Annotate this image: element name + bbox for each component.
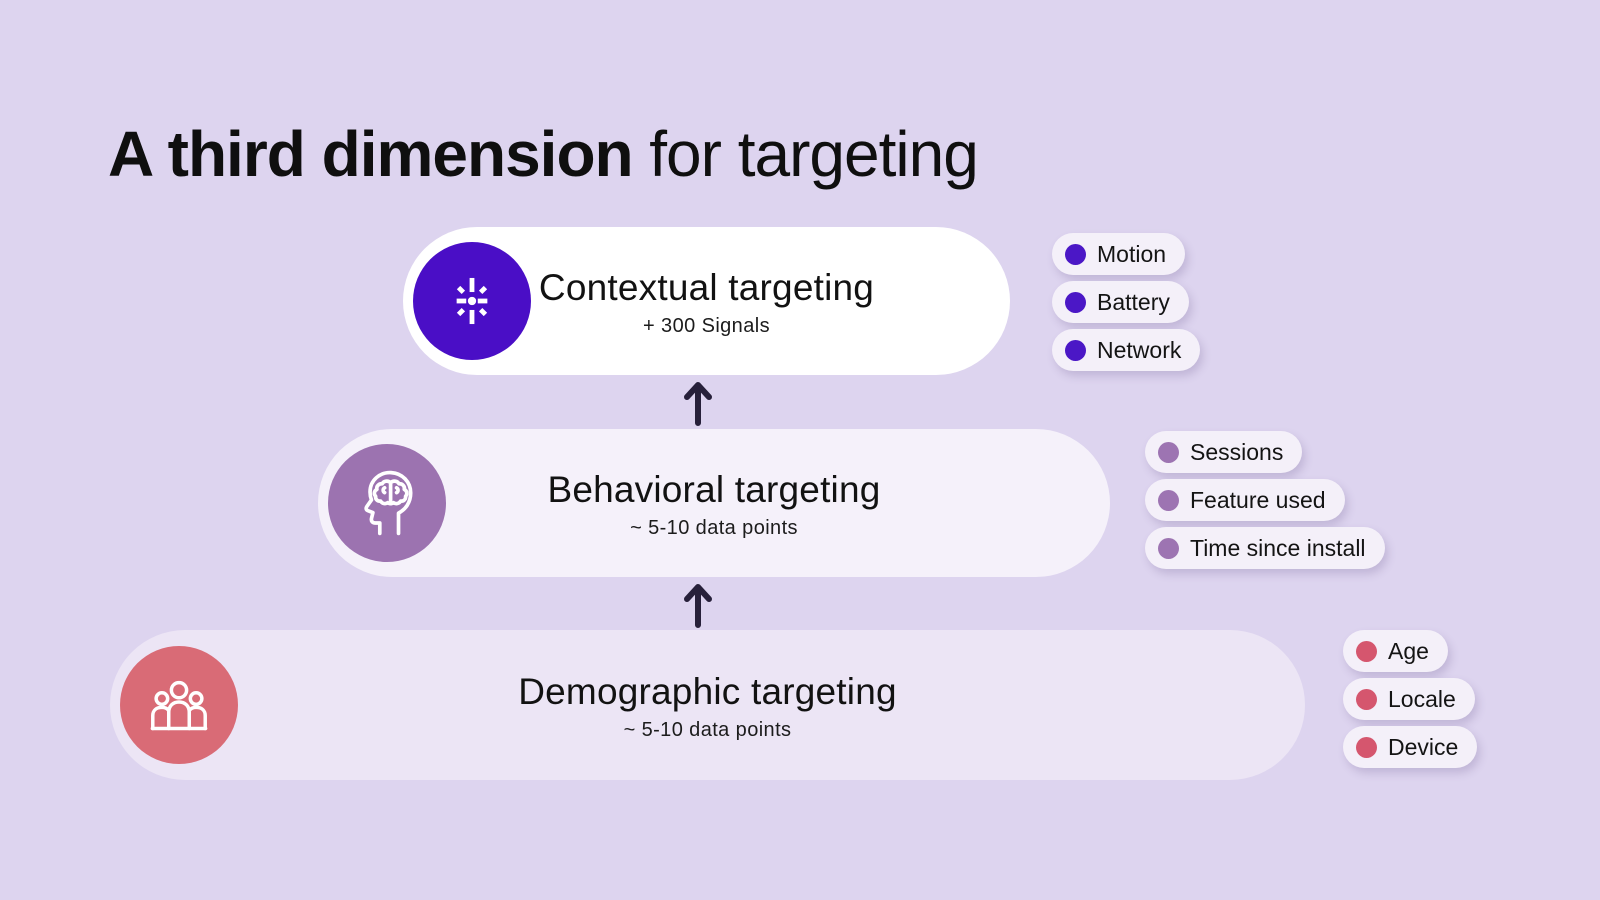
tag-time-since-install: Time since install bbox=[1145, 527, 1385, 569]
mauve-dot-icon bbox=[1158, 441, 1179, 463]
tag-network: Network bbox=[1052, 329, 1201, 371]
purple-dot-icon bbox=[1065, 339, 1086, 361]
tag-feature-used: Feature used bbox=[1145, 479, 1345, 521]
tag-motion: Motion bbox=[1052, 233, 1186, 275]
demographic-tags: Age Locale Device bbox=[1343, 630, 1478, 768]
demographic-pill-text: Demographic targeting ~ 5-10 data points bbox=[110, 630, 1305, 780]
demographic-title: Demographic targeting bbox=[518, 670, 897, 712]
rose-dot-icon bbox=[1356, 736, 1377, 758]
tag-label: Device bbox=[1388, 733, 1459, 760]
tag-age: Age bbox=[1343, 630, 1448, 672]
contextual-tags: Motion Battery Network bbox=[1052, 233, 1201, 371]
tag-sessions: Sessions bbox=[1145, 431, 1303, 473]
demographic-subtitle: ~ 5-10 data points bbox=[623, 718, 792, 741]
demographic-targeting-pill: Demographic targeting ~ 5-10 data points bbox=[110, 630, 1305, 780]
up-arrow-icon bbox=[684, 584, 712, 628]
head-brain-icon bbox=[328, 444, 446, 562]
rose-dot-icon bbox=[1356, 688, 1377, 710]
tag-label: Motion bbox=[1097, 240, 1167, 267]
purple-dot-icon bbox=[1065, 291, 1086, 313]
mauve-dot-icon bbox=[1158, 489, 1179, 511]
tag-label: Battery bbox=[1097, 288, 1170, 315]
behavioral-targeting-pill: Behavioral targeting ~ 5-10 data points bbox=[318, 429, 1110, 577]
tag-locale: Locale bbox=[1343, 678, 1475, 720]
behavioral-title: Behavioral targeting bbox=[547, 468, 881, 510]
signal-burst-icon bbox=[413, 242, 531, 360]
purple-dot-icon bbox=[1065, 243, 1086, 265]
tag-label: Locale bbox=[1388, 685, 1456, 712]
tag-device: Device bbox=[1343, 726, 1478, 768]
behavioral-tags: Sessions Feature used Time since install bbox=[1145, 431, 1385, 569]
contextual-pill-text: Contextual targeting + 300 Signals bbox=[403, 227, 1010, 375]
behavioral-subtitle: ~ 5-10 data points bbox=[630, 516, 798, 539]
tag-label: Network bbox=[1097, 336, 1182, 363]
page-title-bold: A third dimension bbox=[108, 117, 634, 190]
tag-label: Age bbox=[1388, 637, 1429, 664]
page-title-regular: for targeting bbox=[649, 117, 979, 190]
contextual-subtitle: + 300 Signals bbox=[643, 314, 770, 337]
tag-battery: Battery bbox=[1052, 281, 1189, 323]
behavioral-pill-text: Behavioral targeting ~ 5-10 data points bbox=[318, 429, 1110, 577]
contextual-title: Contextual targeting bbox=[538, 266, 875, 308]
tag-label: Sessions bbox=[1190, 438, 1284, 465]
contextual-targeting-pill: Contextual targeting + 300 Signals bbox=[403, 227, 1010, 375]
tag-label: Feature used bbox=[1190, 486, 1326, 513]
rose-dot-icon bbox=[1356, 640, 1377, 662]
up-arrow-icon bbox=[684, 382, 712, 426]
mauve-dot-icon bbox=[1158, 537, 1179, 559]
tag-label: Time since install bbox=[1190, 534, 1366, 561]
people-group-icon bbox=[120, 646, 238, 764]
